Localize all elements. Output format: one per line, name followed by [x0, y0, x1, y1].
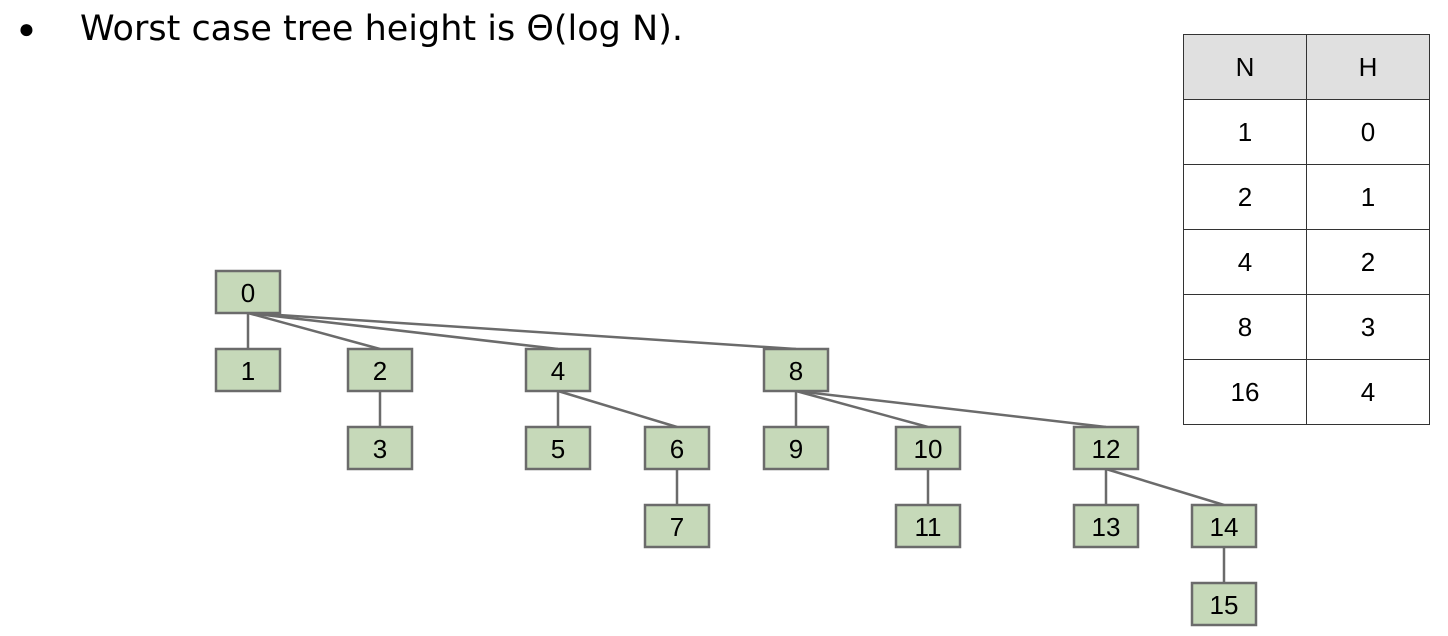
tree-node-label: 12 — [1092, 434, 1121, 464]
tree-node: 1 — [214, 347, 282, 393]
bullet-text: Worst case tree height is Θ(log N). — [80, 8, 683, 49]
tree-node: 2 — [346, 347, 414, 393]
tree-node-label: 3 — [373, 434, 387, 464]
tree-node: 4 — [524, 347, 592, 393]
tree-node-label: 6 — [670, 434, 684, 464]
tree-edge-8-10 — [795, 389, 929, 429]
tree-node-label: 13 — [1092, 512, 1121, 542]
tree-node: 13 — [1072, 503, 1140, 549]
tree-node-label: 1 — [241, 356, 255, 386]
table-cell-h: 3 — [1306, 294, 1430, 360]
tree-node: 10 — [894, 425, 962, 471]
tree-edge-12-14 — [1105, 467, 1225, 507]
tree-node-box — [1072, 425, 1140, 471]
tree-node-label: 10 — [914, 434, 943, 464]
tree-node-box — [894, 503, 962, 549]
tree-node: 12 — [1072, 425, 1140, 471]
tree-node-label: 15 — [1210, 590, 1239, 620]
table-cell-n: 16 — [1183, 359, 1307, 425]
tree-node-label: 8 — [789, 356, 803, 386]
tree-node: 6 — [643, 425, 711, 471]
tree-edge-4-6 — [557, 389, 678, 429]
table-cell-h: 1 — [1306, 164, 1430, 230]
tree-node: 5 — [524, 425, 592, 471]
tree-node-box — [894, 425, 962, 471]
table-row: 2 1 — [1183, 164, 1430, 230]
tree-node-label: 0 — [241, 278, 255, 308]
tree-node-label: 11 — [915, 512, 942, 542]
tree-node: 9 — [762, 425, 830, 471]
tree-node-box — [643, 425, 711, 471]
tree-node: 14 — [1190, 503, 1258, 549]
tree-node-box — [762, 347, 830, 393]
tree-node: 3 — [346, 425, 414, 471]
tree-node: 8 — [762, 347, 830, 393]
tree-node-box — [346, 425, 414, 471]
table-row: 1 0 — [1183, 99, 1430, 165]
tree-edge-0-2 — [247, 311, 381, 351]
table-cell-n: 4 — [1183, 229, 1307, 295]
column-header-h: H — [1306, 34, 1430, 100]
tree-node-box — [524, 347, 592, 393]
tree-node-box — [762, 425, 830, 471]
tree-node-box — [1072, 503, 1140, 549]
tree-node-label: 9 — [789, 434, 803, 464]
table-header-row: N H — [1183, 34, 1430, 100]
table-cell-h: 2 — [1306, 229, 1430, 295]
table-cell-h: 4 — [1306, 359, 1430, 425]
tree-node-label: 7 — [670, 512, 684, 542]
tree-node-box — [1190, 503, 1258, 549]
tree-node-box — [643, 503, 711, 549]
tree-node: 11 — [894, 503, 962, 549]
table-cell-h: 0 — [1306, 99, 1430, 165]
bullet-marker: ● — [18, 13, 35, 44]
tree-node-label: 5 — [551, 434, 565, 464]
tree-node: 15 — [1190, 581, 1258, 627]
table-cell-n: 1 — [1183, 99, 1307, 165]
n-h-table: N H 1 0 2 1 4 2 8 3 16 4 — [1183, 34, 1430, 425]
tree-edge-0-4 — [247, 311, 559, 351]
table-cell-n: 2 — [1183, 164, 1307, 230]
tree-node-label: 14 — [1210, 512, 1239, 542]
tree-node-label: 4 — [551, 356, 565, 386]
table-cell-n: 8 — [1183, 294, 1307, 360]
tree-node-box — [1190, 581, 1258, 627]
tree-node-box — [214, 269, 282, 315]
table-row: 8 3 — [1183, 294, 1430, 360]
table-row: 4 2 — [1183, 229, 1430, 295]
tree-node-box — [524, 425, 592, 471]
tree-edge-8-12 — [795, 389, 1107, 429]
tree-edge-0-8 — [247, 311, 797, 351]
table-row: 16 4 — [1183, 359, 1430, 425]
tree-node-box — [214, 347, 282, 393]
tree-node: 0 — [214, 269, 282, 315]
column-header-n: N — [1183, 34, 1307, 100]
tree-node-label: 2 — [373, 356, 387, 386]
tree-node: 7 — [643, 503, 711, 549]
tree-node-box — [346, 347, 414, 393]
bullet-point: ● Worst case tree height is Θ(log N). — [18, 4, 683, 54]
